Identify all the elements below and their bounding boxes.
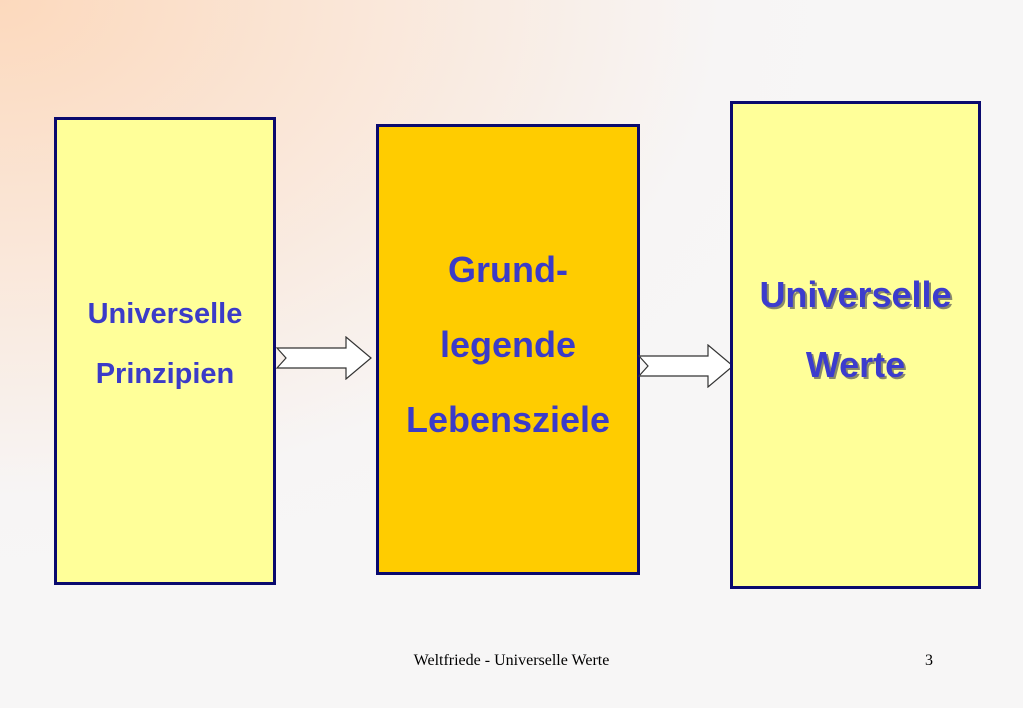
page-number: 3 [925, 652, 933, 669]
right-arrow-icon [638, 344, 734, 388]
box-fundamental-life-goals: Grund- legende Lebensziele [376, 124, 640, 575]
box-fundamental-life-goals-line-3: Lebensziele [405, 399, 611, 440]
box-universal-values-line-1: Universelle [759, 274, 952, 315]
footer-title: Weltfriede - Universelle Werte [413, 652, 610, 669]
box-universal-values: Universelle Werte [730, 101, 981, 589]
box-universal-principles-line-1: Universelle [87, 298, 243, 330]
box-fundamental-life-goals-line-2: legende [439, 324, 577, 365]
box-universal-principles-line-2: Prinzipien [95, 358, 235, 390]
box-universal-principles: Universelle Prinzipien [54, 117, 276, 585]
box-fundamental-life-goals-line-1: Grund- [448, 249, 568, 290]
right-arrow-icon [276, 336, 372, 380]
box-universal-values-line-2: Werte [805, 344, 906, 385]
